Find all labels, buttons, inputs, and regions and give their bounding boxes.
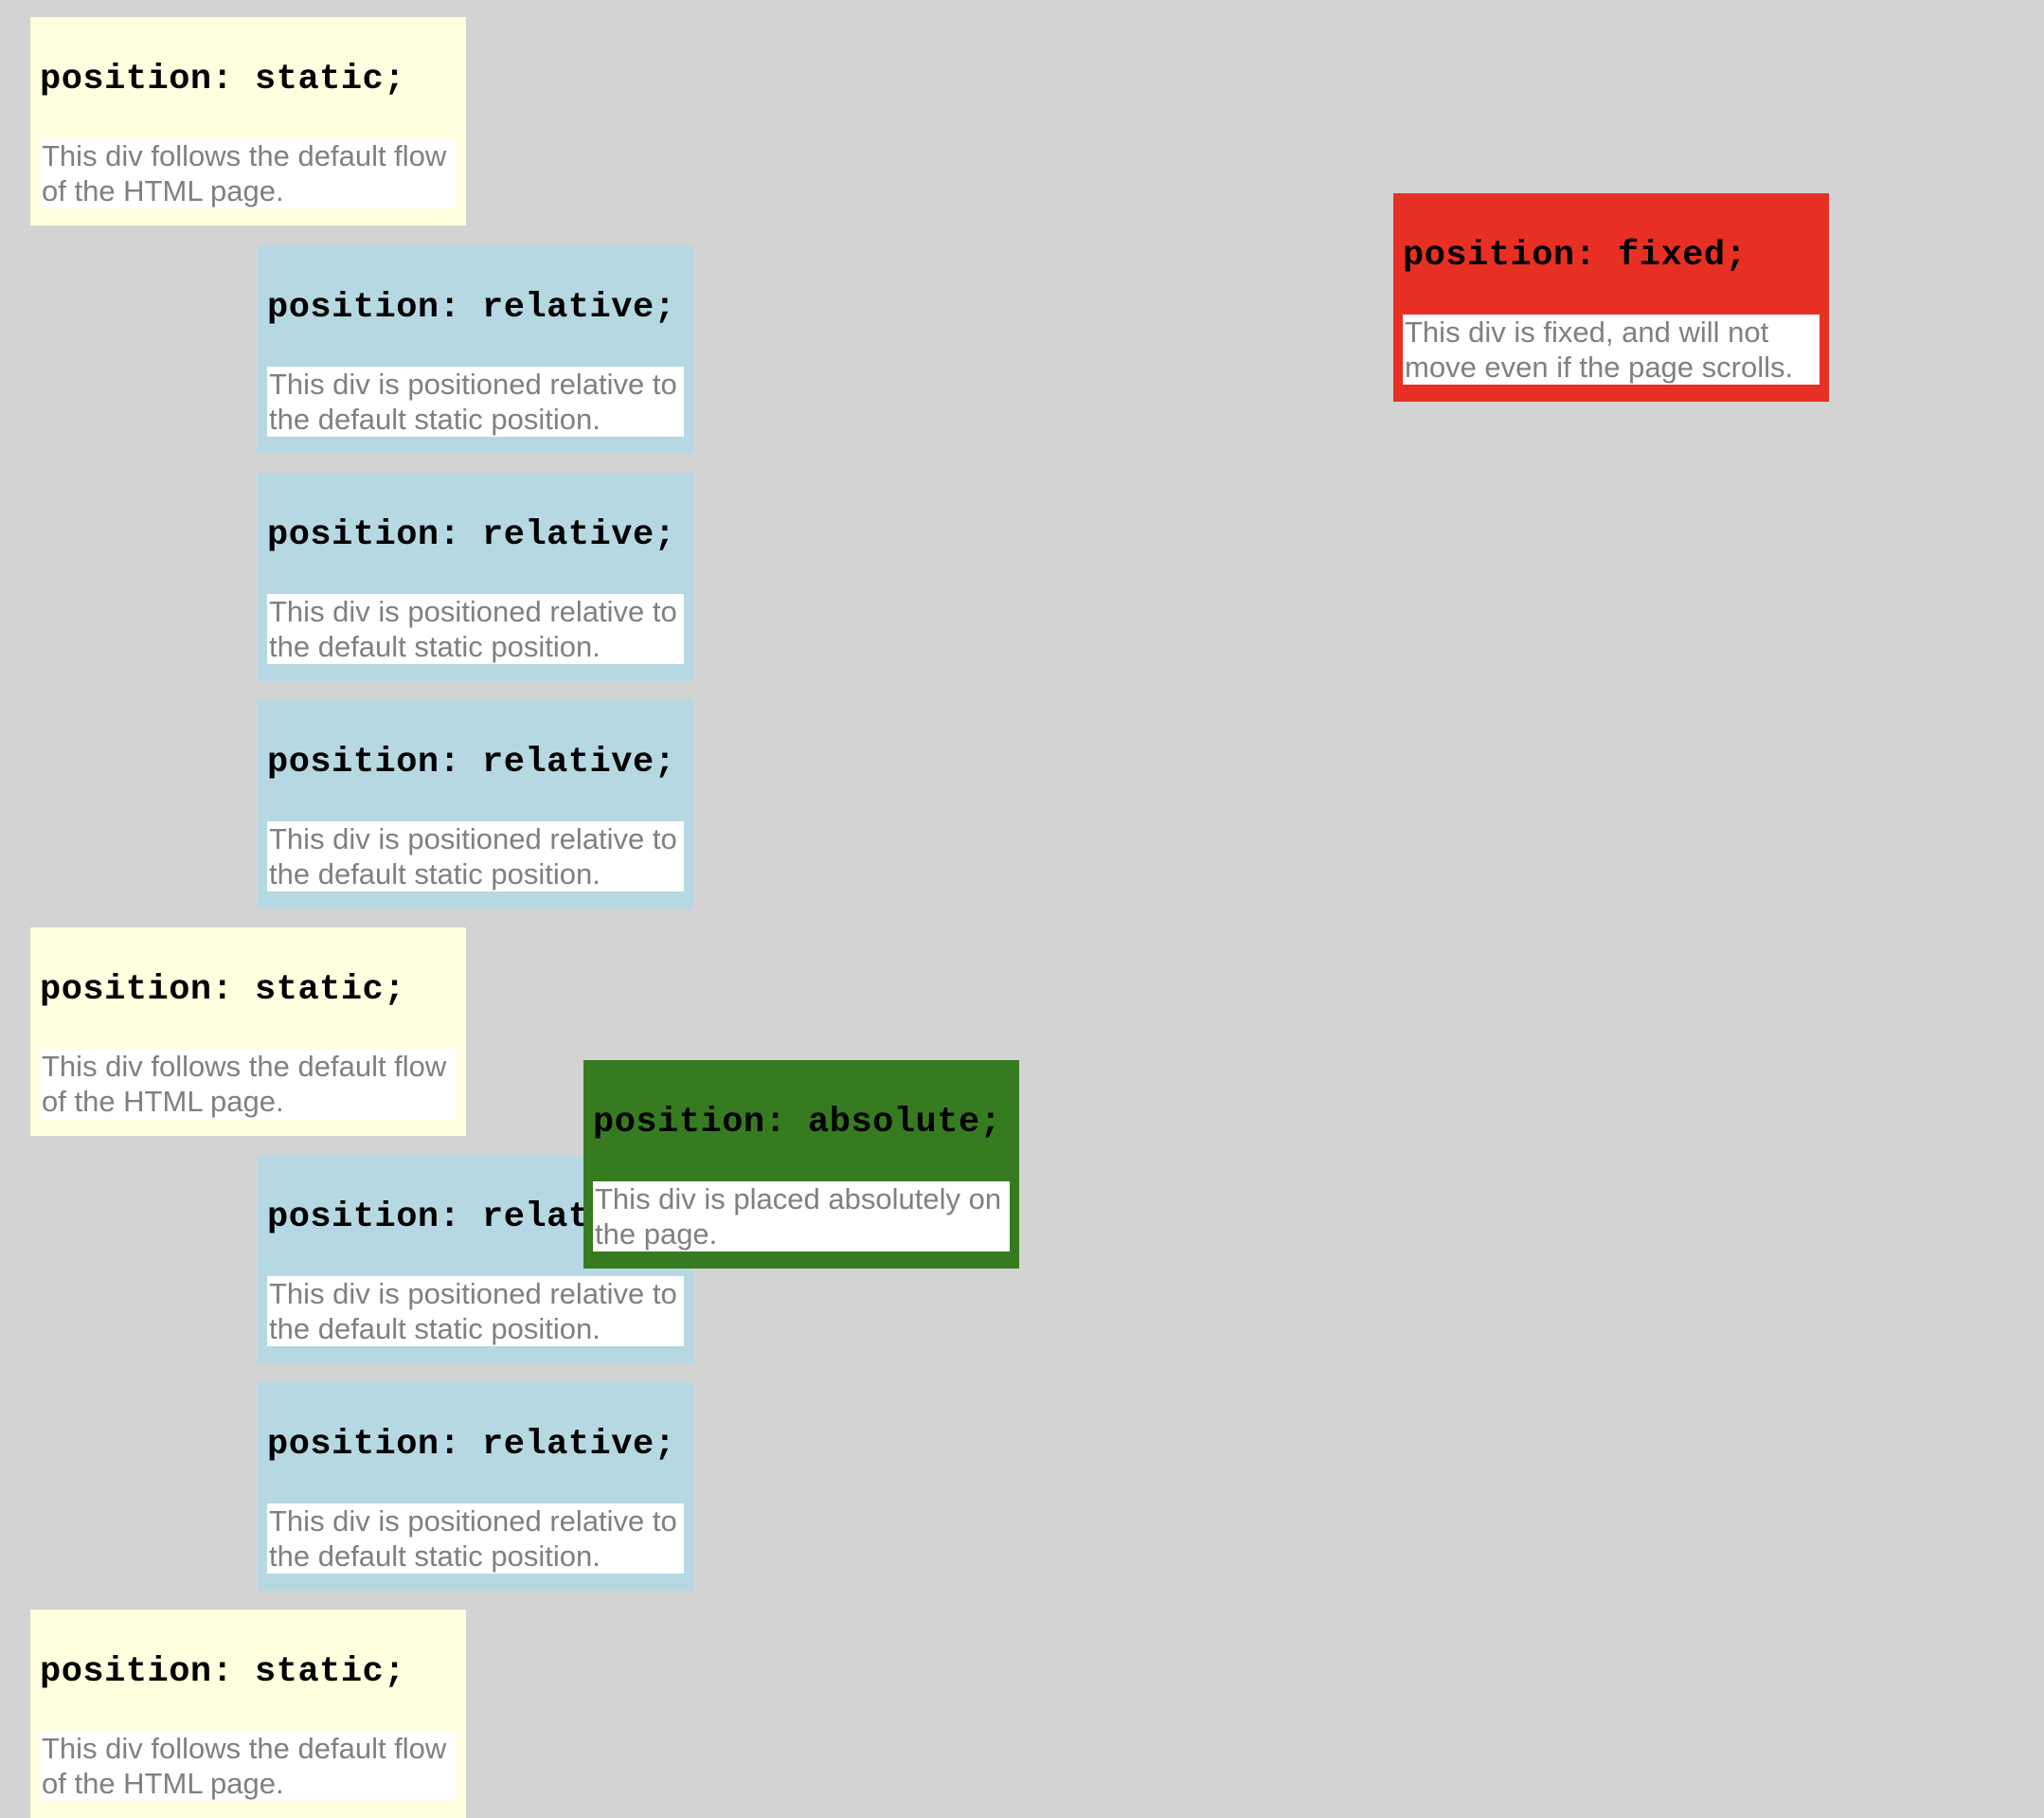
static-div-text: This div follows the default flow of the… (40, 138, 457, 208)
static-div-2: position: static; This div follows the d… (30, 927, 466, 1136)
static-div-heading: position: static; (40, 970, 405, 1010)
relative-div-2: position: relative; This div is position… (258, 473, 693, 681)
static-div-heading: position: static; (40, 60, 405, 99)
fixed-div: position: fixed; This div is fixed, and … (1393, 193, 1829, 402)
relative-div-text: This div is positioned relative to the d… (267, 1276, 684, 1346)
absolute-div-text: This div is placed absolutely on the pag… (593, 1181, 1010, 1251)
static-div-text: This div follows the default flow of the… (40, 1731, 457, 1801)
relative-div-text: This div is positioned relative to the d… (267, 1503, 684, 1574)
static-div-heading: position: static; (40, 1652, 405, 1692)
relative-div-text: This div is positioned relative to the d… (267, 367, 684, 437)
relative-div-3: position: relative; This div is position… (258, 700, 693, 909)
static-div-3: position: static; This div follows the d… (30, 1610, 466, 1818)
relative-div-heading: position: relative; (267, 515, 676, 555)
relative-div-1: position: relative; This div is position… (258, 245, 693, 454)
relative-div-heading: position: relative; (267, 1425, 676, 1465)
absolute-div: position: absolute; This div is placed a… (583, 1060, 1019, 1269)
relative-div-text: This div is positioned relative to the d… (267, 594, 684, 664)
static-div-text: This div follows the default flow of the… (40, 1049, 457, 1119)
fixed-div-text: This div is fixed, and will not move eve… (1403, 315, 1820, 385)
relative-div-heading: position: relative; (267, 743, 676, 783)
relative-div-5: position: relative; This div is position… (258, 1382, 693, 1591)
absolute-div-heading: position: absolute; (593, 1103, 1002, 1143)
fixed-div-heading: position: fixed; (1403, 236, 1748, 276)
relative-div-text: This div is positioned relative to the d… (267, 821, 684, 891)
static-div-1: position: static; This div follows the d… (30, 17, 466, 225)
relative-div-heading: position: relative; (267, 288, 676, 328)
